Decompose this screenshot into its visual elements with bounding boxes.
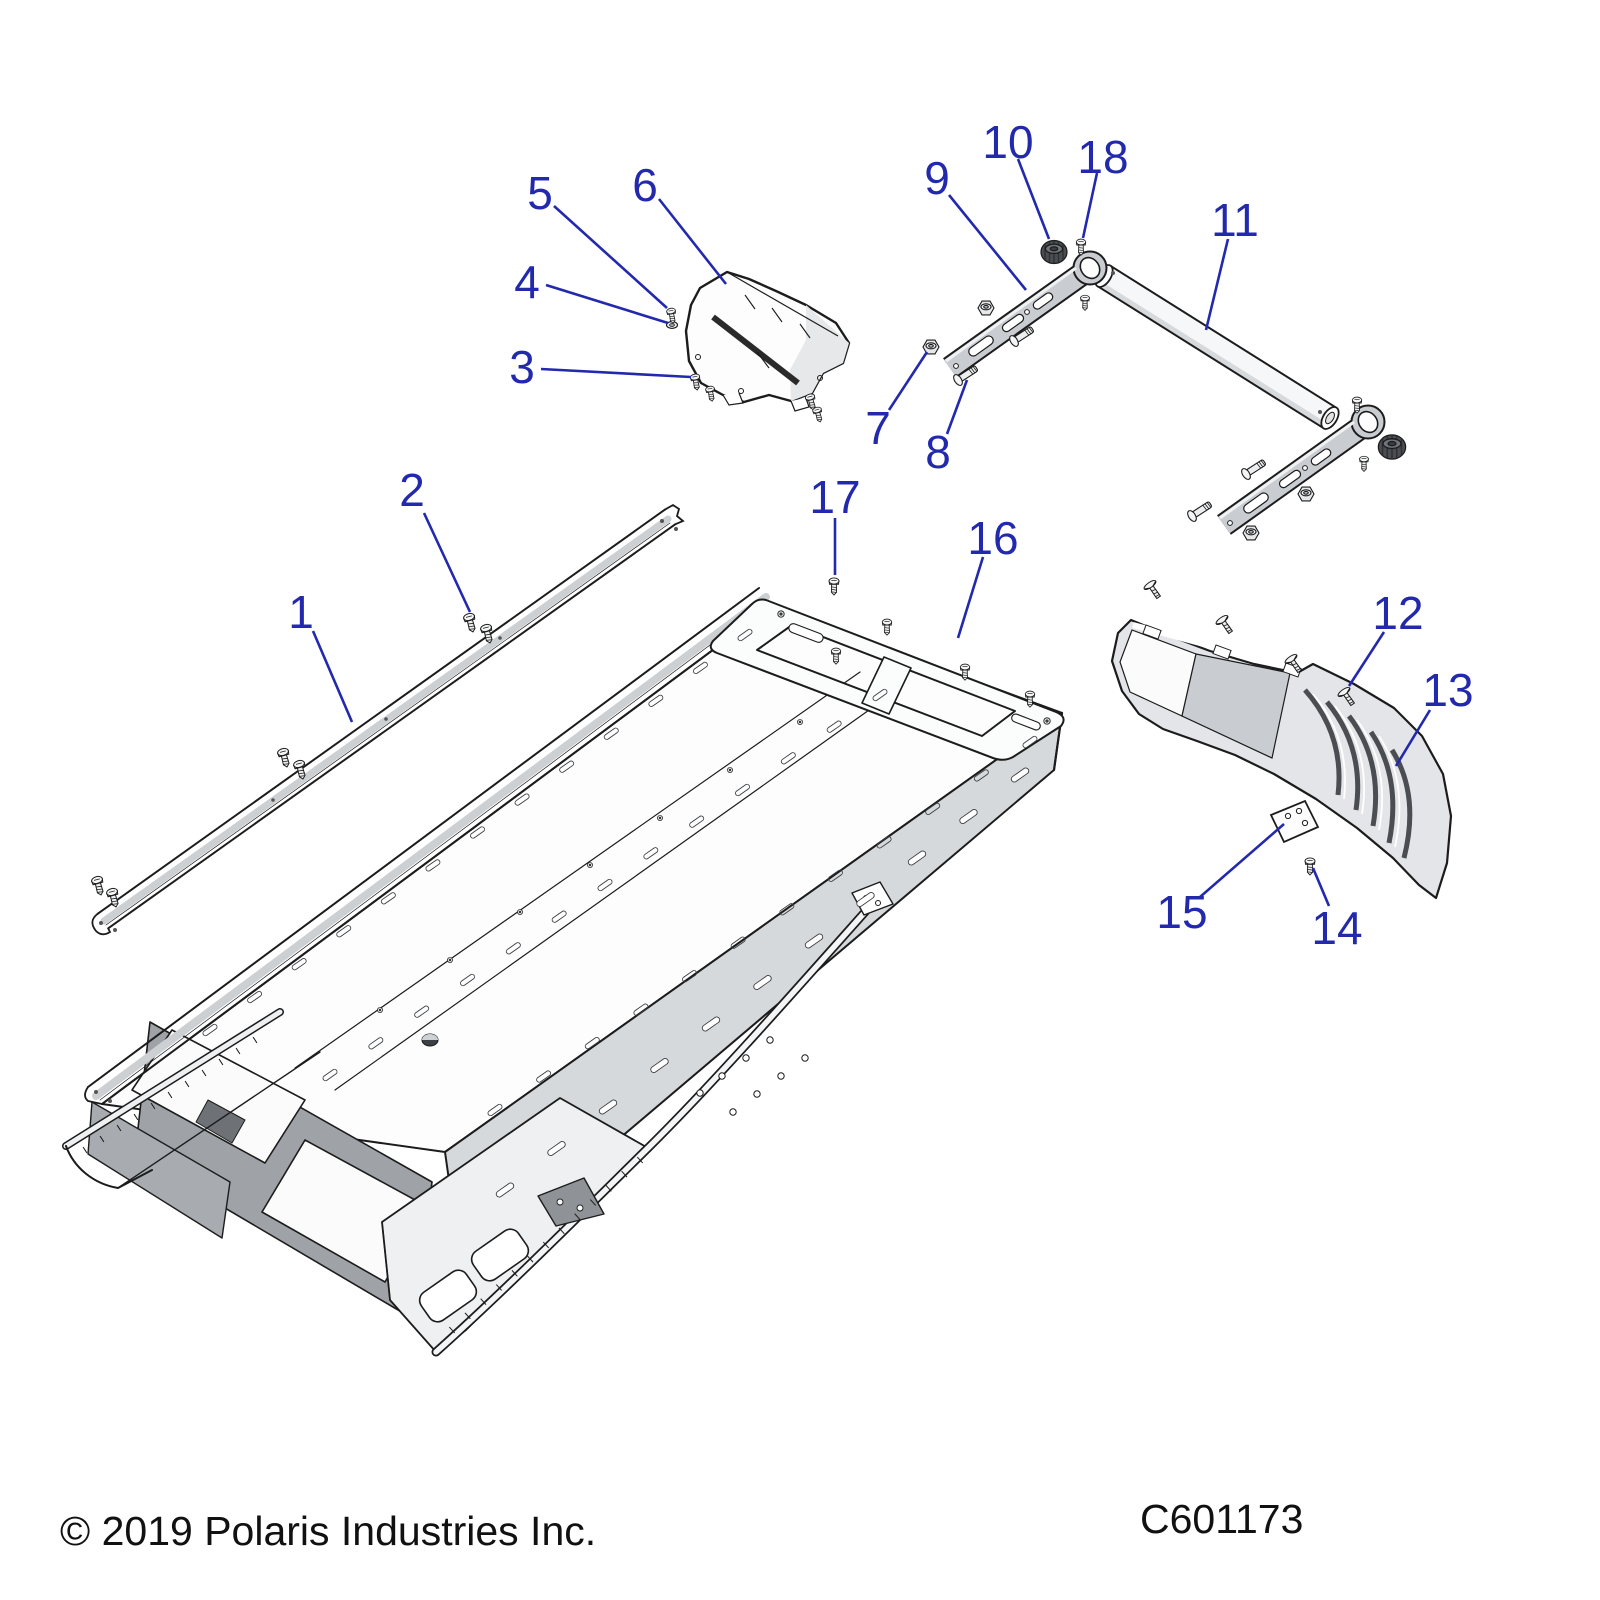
panel-screw-fastener: [1214, 613, 1237, 637]
callout-1: 1: [288, 586, 314, 638]
callout-leader-8: [945, 379, 969, 435]
rivet: [727, 767, 733, 773]
screw-fastener: [665, 307, 678, 325]
part-9-support-arm-lower: [1217, 404, 1386, 535]
front-running-board: [381, 1097, 649, 1353]
callout-7: 7: [865, 402, 891, 454]
rivet: [377, 1007, 383, 1013]
callout-5: 5: [527, 167, 553, 219]
callout-11: 11: [1211, 194, 1259, 246]
part-15-mount-plate: [1269, 799, 1320, 844]
panel-perforations: [82, 628, 1038, 1334]
screw-fastener: [276, 746, 293, 769]
bolt-fastener: [1239, 456, 1269, 482]
part-13-closeoff-panel-drawing: [1110, 618, 1453, 900]
screw-fastener: [828, 577, 840, 596]
nut-fastener: [977, 300, 995, 316]
callout-12: 12: [1372, 587, 1423, 639]
callout-2: 2: [399, 464, 425, 516]
drawing-code-text: C601173: [1140, 1496, 1303, 1542]
callout-4: 4: [514, 256, 540, 308]
rear-left-shadow: [87, 1101, 231, 1239]
part-6-heat-shield-drawing: [665, 270, 851, 412]
callout-14: 14: [1311, 902, 1362, 954]
screw-fastener: [1080, 294, 1090, 311]
callout-leader-10: [1016, 158, 1051, 240]
rear-opening-hole: [195, 1099, 246, 1144]
nut-fastener: [1297, 486, 1315, 502]
rear-bridge-plate: [131, 1029, 306, 1164]
callout-8: 8: [925, 426, 951, 478]
callout-13: 13: [1422, 664, 1473, 716]
part-1-rail-drawing: [91, 503, 685, 936]
callout-leader-11: [1204, 238, 1230, 331]
callout-leader-6: [657, 198, 728, 285]
callout-leader-1: [311, 630, 354, 723]
board-bracket: [537, 1177, 605, 1227]
part-11-cross-tube: [1094, 264, 1340, 430]
part-10-plug: [1377, 434, 1407, 460]
rivet: [517, 909, 523, 915]
callout-3: 3: [509, 341, 535, 393]
callout-10: 10: [982, 116, 1033, 168]
callout-leader-14: [1311, 867, 1331, 907]
panel-screw-fastener: [1142, 578, 1165, 602]
callout-leader-9: [947, 194, 1028, 291]
screw-fastener: [462, 611, 479, 634]
rivet: [797, 719, 803, 725]
callout-15: 15: [1156, 886, 1207, 938]
rivet: [447, 957, 453, 963]
callout-16: 16: [967, 512, 1018, 564]
screw-fastener: [881, 618, 893, 636]
callout-leader-13: [1394, 709, 1432, 767]
bumper-support-assembly: [943, 239, 1407, 535]
rivet: [657, 815, 663, 821]
nut-fastener: [922, 339, 940, 355]
callout-leader-5: [553, 205, 668, 309]
callout-18: 18: [1077, 131, 1128, 183]
callout-leader-15: [1199, 823, 1285, 898]
copyright-text: © 2019 Polaris Industries Inc.: [60, 1508, 596, 1554]
part-10-plug: [1040, 239, 1068, 265]
callout-leader-4: [545, 283, 669, 325]
wall-holes: [696, 1036, 809, 1116]
callout-leader-18: [1081, 172, 1099, 239]
callout-leader-7: [887, 351, 929, 411]
tunnel-left-rail: [84, 587, 773, 1105]
callout-leader-16: [956, 556, 985, 639]
tunnel-assembly-drawing: [62, 587, 1065, 1357]
front-mount-bracket: [709, 598, 1065, 761]
screw-fastener: [90, 874, 107, 897]
rivet: [587, 862, 593, 868]
callout-17: 17: [809, 471, 860, 523]
screw-fastener: [811, 405, 825, 424]
callout-leader-2: [422, 512, 472, 613]
top-face-hole: [421, 1033, 439, 1047]
callout-6: 6: [632, 159, 658, 211]
part-9-support-arm-upper: [943, 250, 1108, 378]
nut-fastener: [1242, 525, 1260, 541]
bolt-fastener: [1185, 498, 1215, 524]
callout-leader-3: [540, 367, 692, 379]
screw-fastener: [1359, 455, 1369, 472]
callout-leader-12: [1347, 631, 1386, 687]
callout-9: 9: [924, 152, 950, 204]
left-running-board: [62, 1008, 321, 1189]
